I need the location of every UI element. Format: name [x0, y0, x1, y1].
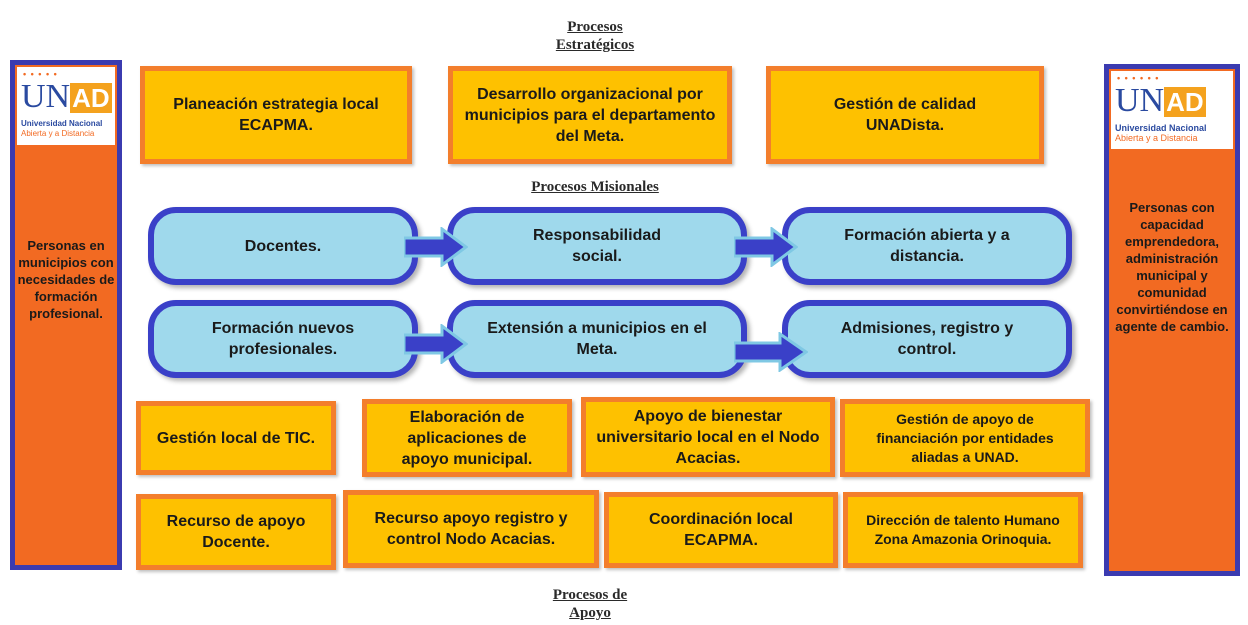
logo-mark: UNAD [1115, 82, 1206, 119]
logo-line-1: Universidad Nacional [1115, 123, 1207, 133]
support-box-aplicaciones: Elaboración de aplicaciones de apoyo mun… [362, 399, 572, 477]
unad-logo: • • • • • • UNAD Universidad Nacional Ab… [1111, 71, 1233, 149]
strategic-box-2: Desarrollo organizacional por municipios… [448, 66, 732, 164]
logo-dots-icon: • • • • • [23, 69, 58, 79]
arrow-icon [734, 227, 798, 267]
misional-box-admisiones: Admisiones, registro y control. [782, 300, 1072, 378]
support-box-tic: Gestión local de TIC. [136, 401, 336, 475]
left-panel: • • • • • UNAD Universidad Nacional Abie… [10, 60, 122, 570]
logo-line-2: Abierta y a Distancia [21, 129, 95, 138]
support-box-bienestar: Apoyo de bienestar universitario local e… [581, 397, 835, 477]
heading-support: Procesos de Apoyo [552, 587, 628, 621]
misional-box-formacion-abierta: Formación abierta y a distancia. [782, 207, 1072, 285]
logo-dots-icon: • • • • • • [1117, 73, 1160, 83]
logo-line-1: Universidad Nacional [21, 119, 103, 128]
logo-line-2: Abierta y a Distancia [1115, 133, 1198, 143]
arrow-icon [734, 332, 808, 372]
misional-box-docentes: Docentes. [148, 207, 418, 285]
strategic-box-3: Gestión de calidad UNADista. [766, 66, 1044, 164]
support-box-recurso-docente: Recurso de apoyo Docente. [136, 494, 336, 570]
strategic-box-1: Planeación estrategia local ECAPMA. [140, 66, 412, 164]
support-box-registro: Recurso apoyo registro y control Nodo Ac… [343, 490, 599, 568]
support-box-coordinacion: Coordinación local ECAPMA. [604, 492, 838, 568]
right-panel: • • • • • • UNAD Universidad Nacional Ab… [1104, 64, 1240, 576]
heading-strategic: Procesos Estratégicos [555, 19, 635, 53]
misional-box-extension: Extensión a municipios en el Meta. [447, 300, 747, 378]
heading-misional: Procesos Misionales [531, 179, 659, 195]
logo-mark: UNAD [21, 78, 112, 115]
arrow-icon [404, 227, 468, 267]
arrow-icon [404, 324, 468, 364]
unad-logo: • • • • • UNAD Universidad Nacional Abie… [17, 67, 115, 145]
misional-box-responsabilidad: Responsabilidad social. [447, 207, 747, 285]
right-panel-text: Personas con capacidad emprendedora, adm… [1115, 200, 1229, 334]
support-box-financiacion: Gestión de apoyo de financiación por ent… [840, 399, 1090, 477]
misional-box-formacion-nuevos: Formación nuevos profesionales. [148, 300, 418, 378]
left-panel-text: Personas en municipios con necesidades d… [17, 238, 115, 321]
support-box-talento: Dirección de talento Humano Zona Amazoni… [843, 492, 1083, 568]
